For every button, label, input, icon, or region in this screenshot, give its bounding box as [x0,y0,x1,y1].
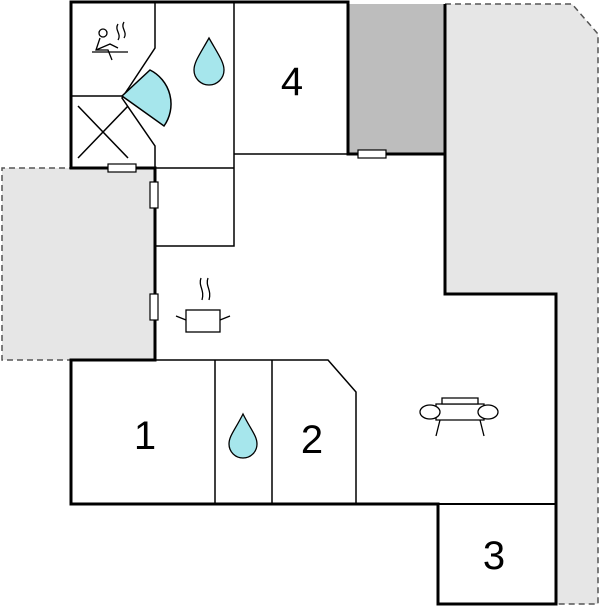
sofa-icon [419,397,499,437]
terrace-left [1,167,155,361]
covered-area [348,4,445,154]
water-drop-icon [228,412,258,459]
room-number-4: 4 [281,60,303,104]
sauna-icon [92,21,128,61]
cooking-pot-icon [175,277,231,333]
shower-icon [120,69,172,128]
water-drop-icon [193,36,225,86]
windows [107,149,387,321]
room-number-1: 1 [134,414,156,458]
room-number-2: 2 [301,418,323,462]
room-number-3: 3 [483,534,505,578]
closet-cross-icon [77,105,129,159]
